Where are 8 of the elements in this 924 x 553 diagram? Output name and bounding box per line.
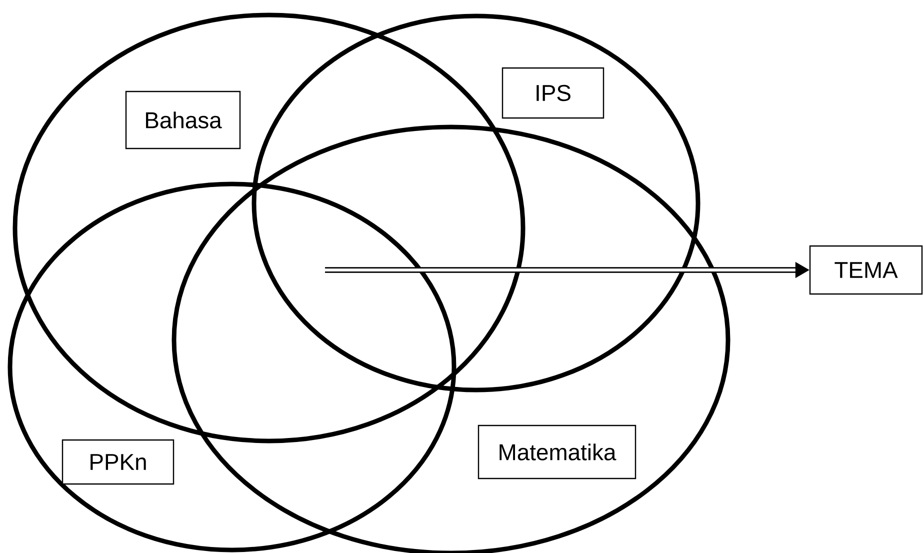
label-box: Bahasa: [125, 90, 241, 150]
label-box: IPS: [502, 67, 604, 119]
label-box: TEMA: [809, 245, 923, 295]
label-box: PPKn: [62, 439, 174, 485]
ellipse-outline: [252, 14, 700, 392]
ellipse-outline: [8, 182, 456, 552]
ellipse-outline: [12, 12, 526, 444]
label-box: Matematika: [478, 424, 636, 480]
